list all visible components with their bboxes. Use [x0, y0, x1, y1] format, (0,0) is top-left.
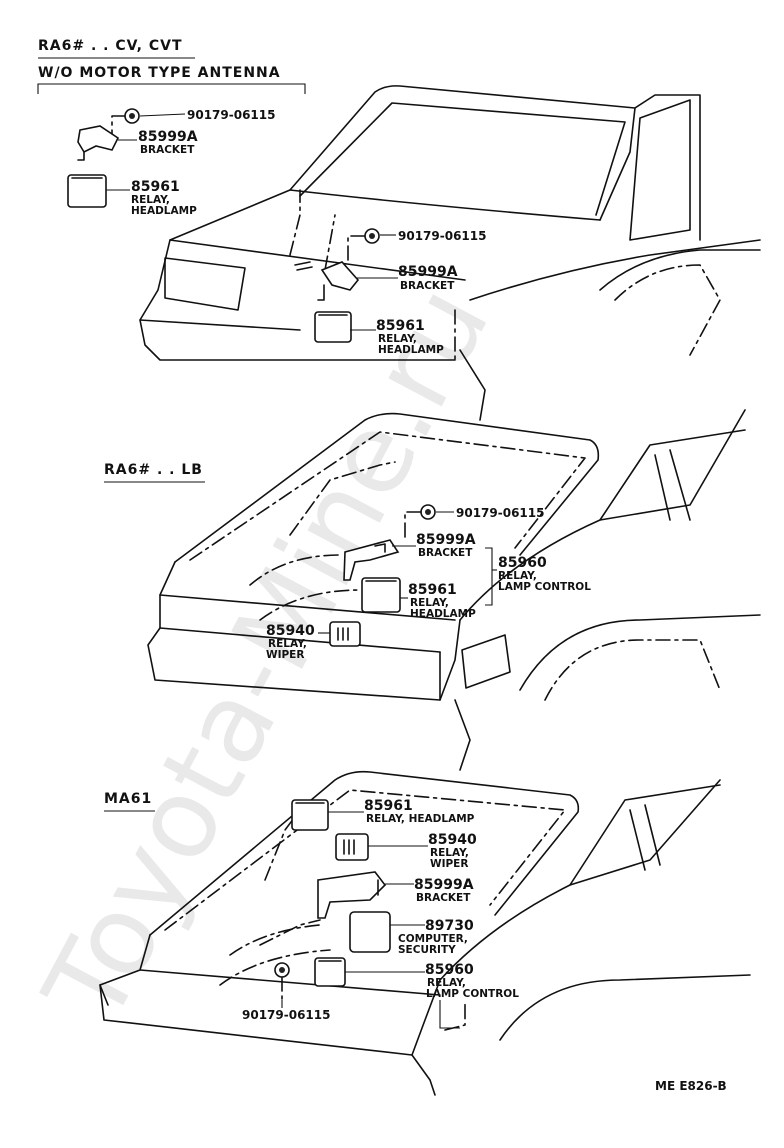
callout-part-number: 90179-06115 [456, 506, 544, 520]
callout-description: SECURITY [398, 944, 456, 956]
callout-part-number: 85999A [414, 877, 474, 893]
callout-part-number: 85961 [376, 318, 425, 334]
section-2-header-line-1: RA6# . . LB [104, 462, 203, 478]
callout-description: BRACKET [400, 280, 455, 292]
callout-part-number: 90179-06115 [398, 229, 486, 243]
callout-description: BRACKET [140, 144, 195, 156]
callout-part-number: 85961 [364, 798, 413, 814]
section-3: MA61 [99, 770, 751, 1096]
callout-description: HEADLAMP [131, 205, 197, 217]
relay-icon [314, 957, 346, 987]
callout-part-number: 85960 [498, 555, 547, 571]
callout-description: RELAY, [378, 333, 417, 345]
callout-part-number: 85961 [131, 179, 180, 195]
callout-description: RELAY, HEADLAMP [366, 813, 475, 825]
section-1: RA6# . . CV, CVT W/O MOTOR TYPE ANTENNA [37, 38, 761, 421]
relay-icon [361, 577, 401, 613]
relay-icon [67, 174, 107, 208]
bracket-icon [320, 261, 360, 291]
callout-description: LAMP CONTROL [498, 581, 591, 593]
callout-description: RELAY, [410, 597, 449, 609]
car-parts-2: 90179-06115 85999A BRACKET 85960 RELAY, … [266, 504, 591, 661]
section-3-header-line-1: MA61 [104, 791, 152, 807]
callout-description: HEADLAMP [378, 344, 444, 356]
callout-part-number: 85961 [408, 582, 457, 598]
callout-description: RELAY, [430, 847, 469, 859]
section-1-header-line-2: W/O MOTOR TYPE ANTENNA [38, 65, 281, 81]
callout-description: RELAY, [268, 638, 307, 650]
section-1-header-line-1: RA6# . . CV, CVT [38, 38, 183, 54]
callout-part-number: 85960 [425, 962, 474, 978]
callout-part-number: 85999A [416, 532, 476, 548]
callout-description: BRACKET [418, 547, 473, 559]
bracket-icon [317, 871, 387, 919]
car-outline-3 [99, 770, 751, 1096]
callout-part-number: 90179-06115 [187, 108, 275, 122]
callout-description: COMPUTER, [398, 933, 468, 945]
callout-description: WIPER [266, 649, 304, 661]
relay-icon [329, 621, 361, 647]
car-outline-2 [147, 409, 761, 771]
callout-description: BRACKET [416, 892, 471, 904]
callout-description: RELAY, [498, 570, 537, 582]
callout-description: LAMP CONTROL [426, 988, 519, 1000]
callout-part-number: 85940 [428, 832, 477, 848]
callout-description: HEADLAMP [410, 608, 476, 620]
computer-icon [349, 911, 391, 953]
callout-part-number: 89730 [425, 918, 474, 934]
callout-description: RELAY, [131, 194, 170, 206]
bracket-icon [77, 125, 120, 154]
relay-icon [291, 799, 329, 831]
section-1-header: RA6# . . CV, CVT W/O MOTOR TYPE ANTENNA [37, 38, 306, 94]
relay-icon [335, 833, 369, 861]
inset-parts-1: 90179-06115 85999A BRACKET 85961 RELAY, … [67, 108, 275, 217]
footer-code: ME E826-B [655, 1079, 727, 1093]
car-parts-3: 85961 RELAY, HEADLAMP 85940 RELAY, WIPER… [242, 798, 519, 1029]
callout-description: WIPER [430, 858, 468, 870]
callout-part-number: 85999A [138, 129, 198, 145]
car-outline-1 [139, 85, 761, 421]
callout-part-number: 85940 [266, 623, 315, 639]
relay-icon [314, 311, 352, 343]
callout-part-number: 85999A [398, 264, 458, 280]
section-2: RA6# . . LB [104, 409, 761, 771]
car-parts-1: 90179-06115 85999A BRACKET 85961 RELAY, … [314, 228, 486, 356]
callout-description: RELAY, [427, 977, 466, 989]
callout-part-number: 90179-06115 [242, 1008, 330, 1022]
